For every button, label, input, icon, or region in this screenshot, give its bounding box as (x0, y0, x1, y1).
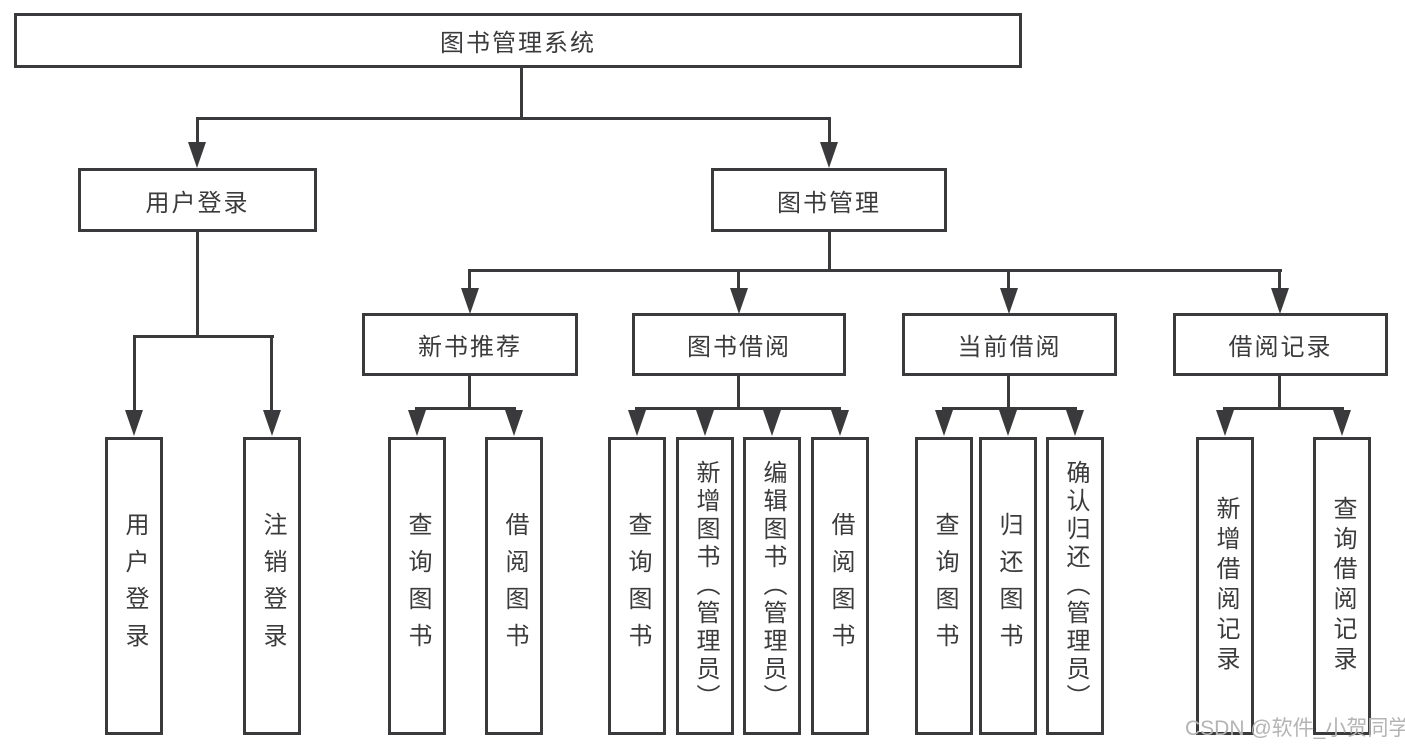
arrowhead-icon (505, 410, 523, 436)
connector-line (415, 407, 516, 410)
connector-line (133, 335, 136, 413)
arrowhead-icon (263, 410, 281, 436)
leaf-label: 借阅图书 (501, 512, 528, 660)
leaf-add-books-admin: 新增图书（管理员） (676, 437, 734, 735)
node-current-borrow: 当前借阅 (902, 313, 1117, 376)
node-book-borrow-label: 图书借阅 (687, 334, 791, 361)
leaf-label: 注销登录 (259, 512, 286, 660)
connector-line (828, 231, 831, 272)
connector-line (1007, 375, 1010, 409)
connector-line (468, 375, 471, 409)
leaf-label: 新增图书（管理员） (692, 460, 719, 712)
watermark: CSDN @软件_小贺同学 (1185, 717, 1405, 740)
connector-line (1278, 269, 1281, 291)
leaf-query-books: 查询图书 (608, 437, 666, 735)
node-borrow-records: 借阅记录 (1173, 313, 1388, 376)
leaf-return-books: 归还图书 (979, 437, 1037, 735)
leaf-label: 编辑图书（管理员） (759, 460, 786, 712)
connector-line (196, 117, 831, 120)
leaf-edit-books-admin: 编辑图书（管理员） (743, 437, 801, 735)
node-user-login: 用户登录 (78, 168, 317, 232)
leaf-label: 确认归还（管理员） (1062, 460, 1089, 712)
connector-line (737, 269, 740, 291)
arrowhead-icon (1271, 288, 1289, 314)
node-new-book-recommend-label: 新书推荐 (418, 334, 522, 361)
arrowhead-icon (1000, 288, 1018, 314)
arrowhead-icon (730, 288, 748, 314)
node-current-borrow-label: 当前借阅 (957, 334, 1062, 361)
connector-line (468, 269, 1282, 272)
connector-line (270, 335, 273, 413)
connector-line (468, 269, 471, 291)
arrowhead-icon (408, 410, 426, 436)
leaf-add-borrow-record: 新增借阅记录 (1196, 437, 1254, 735)
arrowhead-icon (461, 288, 479, 314)
leaf-query-books: 查询图书 (915, 437, 973, 735)
leaf-borrow-books: 借阅图书 (485, 437, 543, 735)
connector-line (520, 68, 523, 119)
leaf-borrow-books: 借阅图书 (811, 437, 869, 735)
arrowhead-icon (628, 410, 646, 436)
arrowhead-icon (1333, 410, 1351, 436)
arrowhead-icon (820, 142, 838, 168)
leaf-label: 新增借阅记录 (1212, 496, 1239, 676)
connector-line (1007, 269, 1010, 291)
arrowhead-icon (831, 410, 849, 436)
node-new-book-recommend: 新书推荐 (362, 313, 578, 376)
connector-line (196, 231, 199, 338)
leaf-user-login: 用户登录 (105, 437, 163, 735)
leaf-confirm-return-admin: 确认归还（管理员） (1046, 437, 1104, 735)
arrowhead-icon (1066, 410, 1084, 436)
connector-line (1278, 375, 1281, 409)
leaf-label: 借阅图书 (827, 512, 854, 660)
connector-line (635, 407, 841, 410)
connector-line (737, 375, 740, 409)
connector-line (828, 117, 831, 145)
leaf-label: 归还图书 (995, 512, 1022, 660)
connector-line (1223, 407, 1344, 410)
node-root: 图书管理系统 (14, 13, 1022, 68)
node-root-label: 图书管理系统 (440, 30, 596, 57)
connector-line (133, 335, 274, 338)
leaf-query-books: 查询图书 (388, 437, 446, 735)
leaf-logout: 注销登录 (243, 437, 301, 735)
leaf-label: 用户登录 (121, 512, 148, 660)
arrowhead-icon (125, 410, 143, 436)
arrowhead-icon (188, 142, 206, 168)
arrowhead-icon (935, 410, 953, 436)
arrowhead-icon (999, 410, 1017, 436)
leaf-label: 查询借阅记录 (1329, 496, 1356, 676)
node-user-login-label: 用户登录 (145, 189, 250, 217)
node-borrow-records-label: 借阅记录 (1228, 334, 1333, 361)
node-book-borrow: 图书借阅 (632, 313, 846, 376)
connector-line (196, 117, 199, 145)
arrowhead-icon (1216, 410, 1234, 436)
leaf-label: 查询图书 (931, 512, 958, 660)
leaf-label: 查询图书 (404, 512, 431, 660)
arrowhead-icon (696, 410, 714, 436)
node-book-management: 图书管理 (711, 168, 947, 232)
leaf-query-borrow-record: 查询借阅记录 (1313, 437, 1371, 735)
leaf-label: 查询图书 (624, 512, 651, 660)
connector-line (942, 407, 1077, 410)
node-book-management-label: 图书管理 (777, 189, 881, 217)
arrowhead-icon (763, 410, 781, 436)
